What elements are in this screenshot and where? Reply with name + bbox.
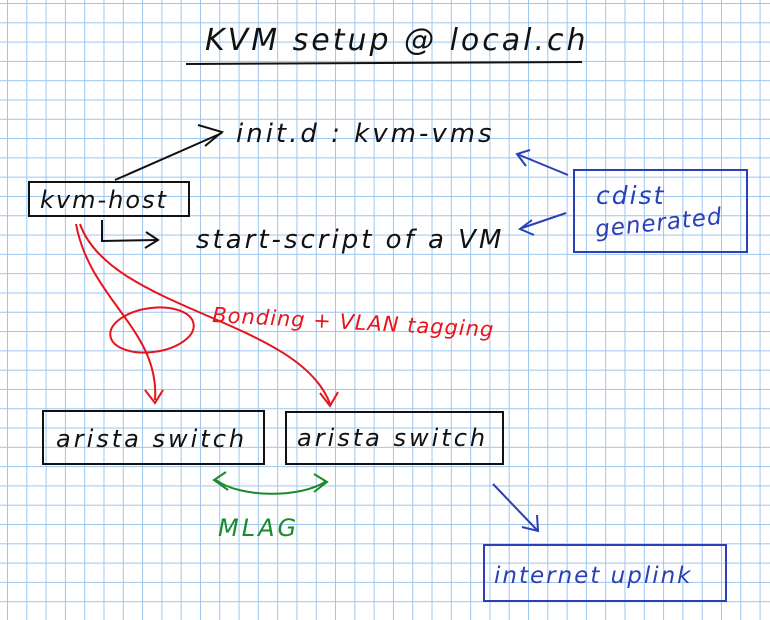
arrow-to-start-script <box>101 220 159 243</box>
title-underline <box>185 61 583 65</box>
red-link-to-left-switch-head <box>144 389 164 405</box>
internet-uplink-label: internet uplink <box>494 563 693 589</box>
arrow-cdist-to-init-d-head <box>515 149 531 167</box>
arrow-to-internet-uplink <box>492 483 538 531</box>
red-link-to-left-switch <box>75 223 157 401</box>
cdist-label: cdist <box>596 181 665 210</box>
cdist-generated-box <box>573 169 748 253</box>
bonding-ellipse <box>109 306 195 354</box>
init-d-label: init.d : kvm-vms <box>236 119 495 149</box>
arrow-to-init-d-head <box>197 124 225 147</box>
arrow-cdist-to-start-script-head <box>518 219 535 236</box>
red-link-to-right-switch-head <box>319 391 339 408</box>
kvm-host-box <box>28 181 190 217</box>
red-link-to-right-switch <box>79 223 331 405</box>
arrow-to-start-script-head <box>144 231 160 249</box>
mlag-label: MLAG <box>218 514 299 542</box>
arrow-to-init-d <box>114 132 223 181</box>
arista-switch-left-box <box>42 410 265 465</box>
internet-uplink-box <box>483 544 727 602</box>
arrow-cdist-to-init-d <box>516 153 569 176</box>
kvm-host-label: kvm-host <box>40 186 168 214</box>
mlag-link-left-head <box>212 471 229 491</box>
arrow-cdist-to-start-script <box>521 212 567 229</box>
mlag-link <box>215 479 326 495</box>
arista-switch-right-label: arista switch <box>297 424 488 452</box>
mlag-link-right-head <box>313 473 329 493</box>
arrow-to-internet-uplink-head <box>521 514 540 533</box>
arista-switch-left-label: arista switch <box>56 425 247 453</box>
start-script-label: start-script of a VM <box>196 225 504 255</box>
diagram-title: KVM setup @ local.ch <box>205 23 589 58</box>
arista-switch-right-box <box>285 411 504 465</box>
